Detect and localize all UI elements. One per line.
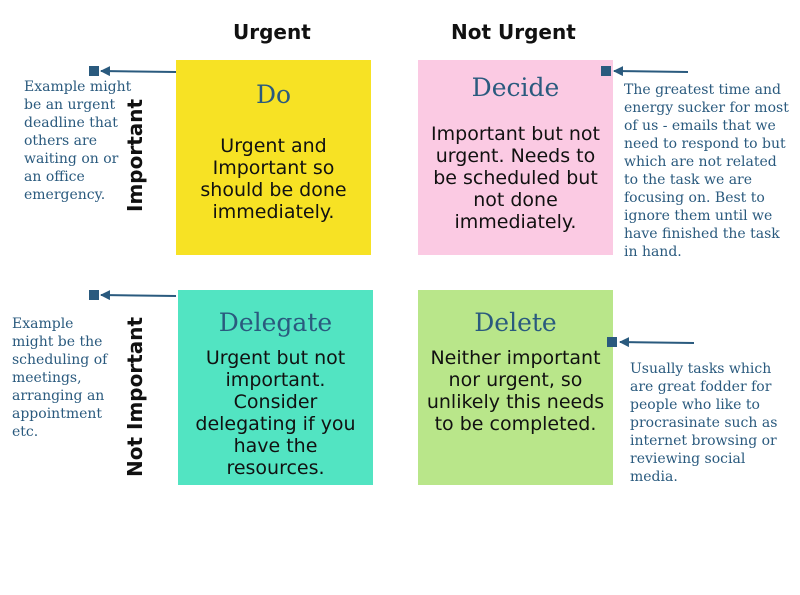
quadrant-title-delete: Delete — [474, 308, 557, 337]
note-decide: The greatest time and energy sucker for … — [624, 82, 789, 260]
quadrant-do: Do Urgent and Important so should be don… — [176, 60, 371, 255]
quadrant-decide: Decide Important but not urgent. Needs t… — [418, 60, 613, 255]
note-do: Example might be an urgent deadline that… — [24, 79, 132, 203]
quadrant-body-do: Urgent and Important so should be done i… — [200, 135, 347, 223]
quadrant-body-decide: Important but not urgent. Needs to be sc… — [431, 123, 600, 233]
quadrant-title-decide: Decide — [471, 73, 560, 102]
quadrant-title-delegate: Delegate — [218, 308, 333, 337]
quadrant-title-do: Do — [255, 80, 292, 109]
quadrant-delete: Delete Neither important nor urgent, so … — [418, 290, 613, 485]
quadrant-delegate: Delegate Urgent but not important. Consi… — [178, 290, 373, 485]
note-delegate: Example might be the scheduling of meeti… — [12, 316, 108, 440]
column-header-not-urgent: Not Urgent — [451, 20, 576, 44]
note-delete: Usually tasks which are great fodder for… — [630, 361, 778, 485]
arrow-delegate — [89, 290, 177, 301]
arrow-delete — [607, 337, 695, 348]
arrow-do — [89, 66, 177, 77]
arrow-decide — [601, 66, 689, 77]
column-header-urgent: Urgent — [233, 20, 311, 44]
quadrant-body-delegate: Urgent but not important. Consider deleg… — [195, 347, 356, 479]
quadrant-body-delete: Neither important nor urgent, so unlikel… — [426, 347, 605, 435]
